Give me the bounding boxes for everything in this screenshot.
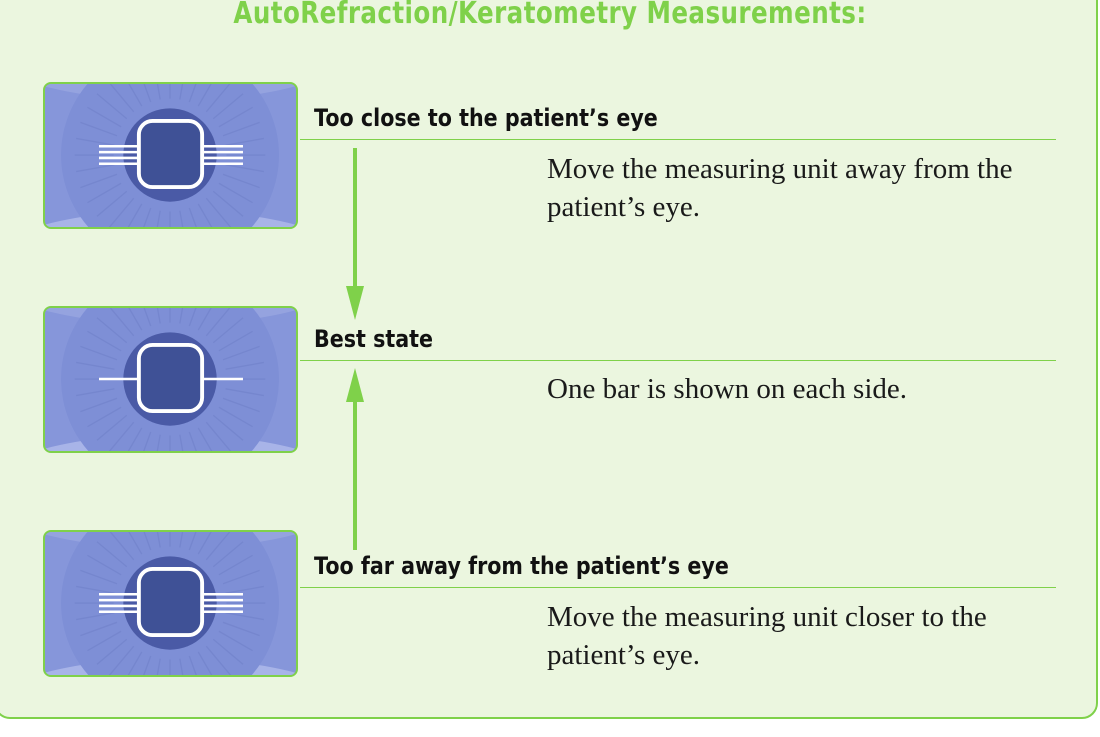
arrow-up-icon xyxy=(346,368,364,550)
state-heading-too-far: Too far away from the patient’s eye xyxy=(314,552,729,580)
instruction-too-close: Move the measuring unit away from the pa… xyxy=(547,153,1013,223)
eye-diagram xyxy=(45,308,296,451)
eye-diagram xyxy=(45,84,296,227)
instruction-too-far: Move the measuring unit closer to the pa… xyxy=(547,601,987,671)
state-heading-best: Best state xyxy=(314,325,434,353)
heading-underline xyxy=(300,360,1056,361)
eye-image-too-close xyxy=(43,82,298,229)
eye-image-too-far xyxy=(43,530,298,677)
arrow-down-icon xyxy=(346,148,364,320)
state-heading-too-close: Too close to the patient’s eye xyxy=(314,104,658,132)
page-title: AutoRefraction/Keratometry Measurements: xyxy=(233,0,867,31)
heading-underline xyxy=(300,587,1056,588)
heading-underline xyxy=(300,139,1056,140)
eye-image-best-state xyxy=(43,306,298,453)
eye-diagram xyxy=(45,532,296,675)
instruction-best: One bar is shown on each side. xyxy=(547,373,907,405)
